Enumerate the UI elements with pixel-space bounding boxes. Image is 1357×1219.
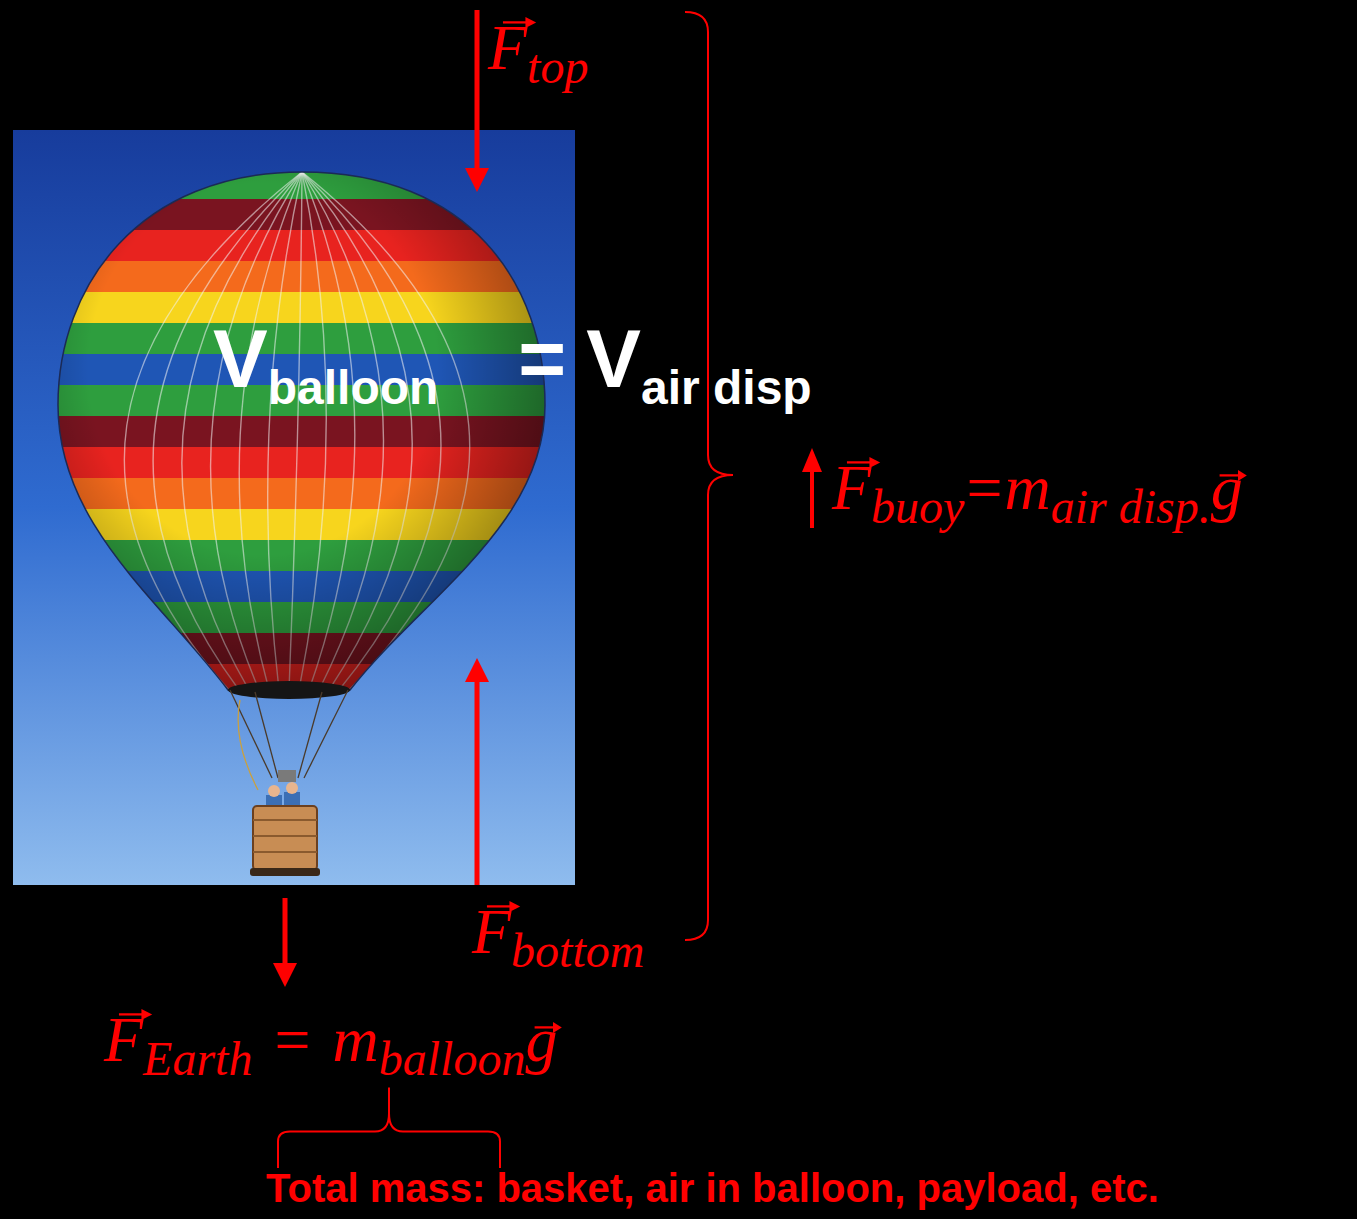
formula-part: = [274, 1008, 310, 1072]
formula-symbol: F [104, 1004, 143, 1075]
formula-part: F [104, 1008, 143, 1072]
volume-equation: Vballoon=Vair disp [213, 318, 812, 412]
envelope-stripe [50, 695, 560, 727]
formula-symbol: g [525, 1004, 557, 1075]
basket-ropes [230, 690, 348, 790]
balloon-envelope [50, 168, 560, 727]
formula-symbol: g [1211, 452, 1243, 523]
formula-symbol: = [518, 313, 566, 404]
formula-symbol: m [1005, 452, 1051, 523]
formula-symbol: F [488, 12, 527, 83]
formula-symbol: Earth [143, 1032, 252, 1085]
force-label: Fbuoy=mair disp.g [832, 456, 1243, 531]
formula-symbol: balloon [379, 1032, 526, 1085]
bracket [685, 12, 733, 940]
force-label: Fbottom [472, 900, 644, 975]
sky [13, 130, 575, 885]
balloon-mouth [228, 681, 350, 699]
note-text: Total mass: basket, air in balloon, payl… [266, 1166, 1159, 1210]
formula-symbol: bottom [511, 924, 644, 977]
formula-symbol: air disp [641, 361, 812, 414]
formula-part: V [213, 318, 268, 400]
formula-symbol: air disp. [1051, 480, 1211, 533]
force-label: Ftop [488, 16, 588, 91]
formula-part: Earth [143, 1035, 252, 1083]
formula-part: balloon [268, 364, 439, 412]
formula-part: F [488, 16, 527, 80]
formula-part: F [472, 900, 511, 964]
formula-part: = [518, 318, 566, 400]
formula-part: top [527, 43, 588, 91]
formula-symbol: = [274, 1004, 310, 1075]
formula-part: g [525, 1008, 557, 1072]
formula-part: V [586, 318, 641, 400]
basket [250, 806, 320, 876]
burner [278, 770, 296, 782]
formula-part: air disp [641, 364, 812, 412]
photo [13, 130, 575, 885]
formula-symbol: V [586, 313, 641, 404]
formula-part: m [1005, 456, 1051, 520]
formula-symbol: top [527, 40, 588, 93]
note: Total mass: basket, air in balloon, payl… [266, 1168, 1159, 1208]
formula-part: = [966, 456, 1002, 520]
formula-part: buoy [871, 483, 964, 531]
formula-part: balloon [379, 1035, 526, 1083]
formula-symbol: V [213, 313, 268, 404]
envelope-shade [58, 172, 545, 690]
formula-part: m [333, 1008, 379, 1072]
formula-symbol: = [966, 452, 1002, 523]
formula-part: bottom [511, 927, 644, 975]
formula-part: F [832, 456, 871, 520]
formula-symbol: F [472, 896, 511, 967]
force-arrows [273, 10, 822, 987]
formula-symbol: buoy [871, 480, 964, 533]
formula-symbol: F [832, 452, 871, 523]
formula-symbol: balloon [268, 361, 439, 414]
bracket [278, 1087, 500, 1168]
formula-symbol: m [333, 1004, 379, 1075]
formula-part: Total mass: basket, air in balloon, payl… [266, 1168, 1159, 1208]
formula-part: air disp. [1051, 483, 1211, 531]
formula-part: g [1211, 456, 1243, 520]
force-label: FEarth = mballoong [104, 1008, 557, 1083]
